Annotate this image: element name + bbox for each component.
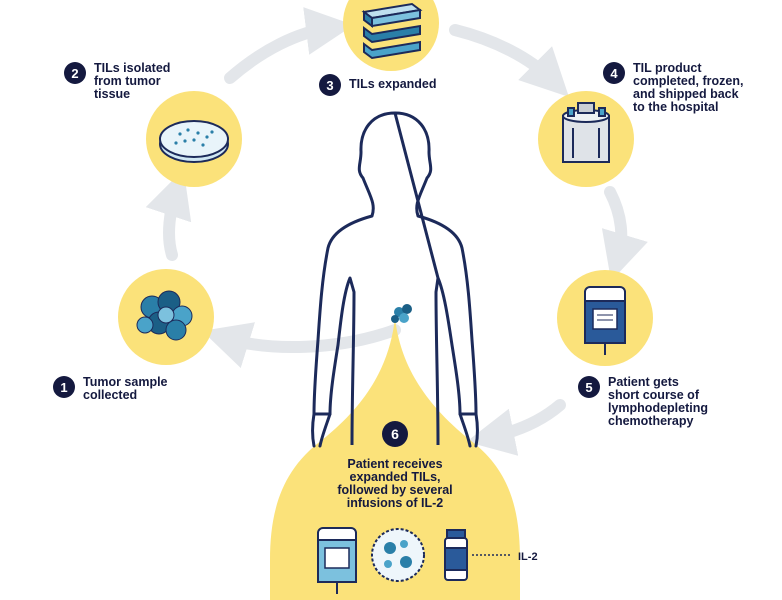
step-1-label: Tumor sample collected — [83, 375, 168, 402]
tumor-cluster-icon — [136, 290, 193, 341]
step-4: 4 TIL product completed, frozen, and shi… — [603, 62, 773, 114]
step-4-number: 4 — [603, 62, 625, 84]
arrow-3-to-4 — [449, 24, 569, 97]
cell-culture-flask-icon — [361, 2, 423, 60]
step-4-label: TIL product completed, frozen, and shipp… — [633, 61, 744, 114]
step-6-label: Patient receives expanded TILs, followed… — [337, 457, 453, 510]
til-cells-icon — [371, 528, 425, 582]
cell-cluster-icon — [391, 304, 412, 323]
step-2-label: TILs isolated from tumor tissue — [94, 61, 171, 101]
step-2: 2 TILs isolated from tumor tissue — [64, 62, 204, 101]
step-5-label: Patient gets short course of lymphodeple… — [608, 375, 708, 428]
step-5-number: 5 — [578, 376, 600, 398]
arrow-1-to-2 — [145, 169, 192, 261]
arrow-body-to-1 — [202, 322, 401, 369]
step-2-number: 2 — [64, 62, 86, 84]
step-3-label: TILs expanded — [349, 77, 437, 91]
arrow-4-to-5 — [601, 186, 648, 281]
vial-icon — [444, 529, 468, 581]
step-6-number: 6 — [382, 421, 408, 447]
step-1-number: 1 — [53, 376, 75, 398]
iv-bag-icon — [584, 286, 626, 355]
step-3: 3 TILs expanded — [319, 74, 499, 96]
cycle-arrows — [145, 7, 648, 456]
arrow-5-to-6 — [466, 399, 566, 456]
cryo-freezer-icon — [562, 102, 610, 163]
human-body-outline-icon — [312, 111, 478, 446]
step-3-number: 3 — [319, 74, 341, 96]
step-1: 1 Tumor sample collected — [53, 376, 213, 402]
human-body-arm-left — [311, 412, 332, 448]
step-5: 5 Patient gets short course of lymphodep… — [578, 376, 778, 428]
arrow-2-to-3 — [224, 7, 354, 84]
iv-bag-icon-step-6 — [317, 527, 357, 594]
petri-dish-icon — [159, 120, 229, 163]
il2-label: IL-2 — [518, 551, 538, 563]
human-body-arm-right — [458, 412, 479, 448]
